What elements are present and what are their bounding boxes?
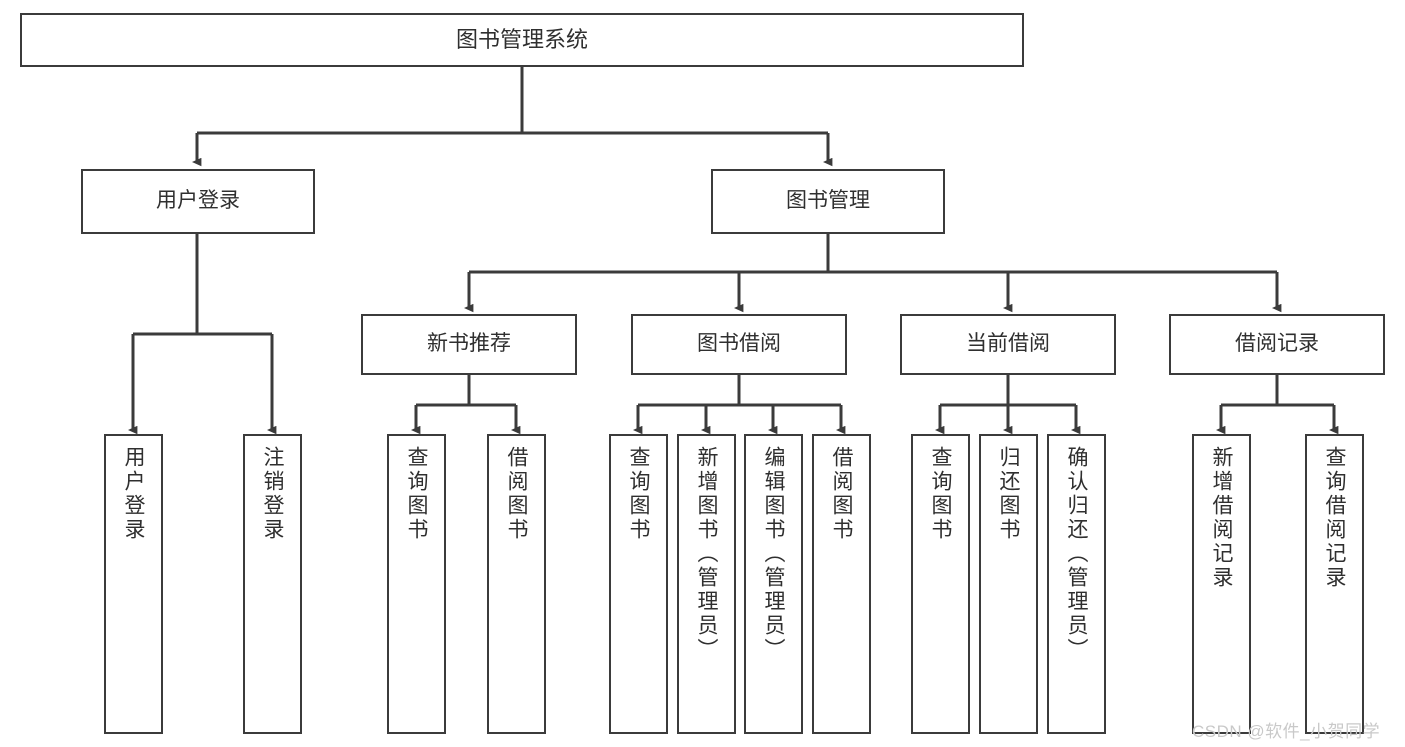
node-current-borrow[interactable]: 当前借阅 bbox=[900, 314, 1116, 375]
node-label: 当前借阅 bbox=[966, 332, 1050, 356]
leaf-confirm-return-admin[interactable]: 确认归还（管理员） bbox=[1047, 434, 1106, 734]
node-label: 借阅图书 bbox=[830, 446, 853, 542]
leaf-borrow-book-recommend[interactable]: 借阅图书 bbox=[487, 434, 546, 734]
leaf-user-login[interactable]: 用户登录 bbox=[104, 434, 163, 734]
leaf-add-book-admin[interactable]: 新增图书（管理员） bbox=[677, 434, 736, 734]
node-label: 编辑图书（管理员） bbox=[762, 446, 785, 662]
node-label: 查询图书 bbox=[929, 446, 952, 542]
node-label: 借阅记录 bbox=[1235, 332, 1319, 356]
leaf-return-book[interactable]: 归还图书 bbox=[979, 434, 1038, 734]
node-label: 新增借阅记录 bbox=[1210, 446, 1233, 590]
node-label: 用户登录 bbox=[122, 446, 145, 542]
node-label: 图书借阅 bbox=[697, 332, 781, 356]
node-new-book-recommend[interactable]: 新书推荐 bbox=[361, 314, 577, 375]
leaf-borrow-book[interactable]: 借阅图书 bbox=[812, 434, 871, 734]
node-label: 借阅图书 bbox=[505, 446, 528, 542]
node-borrow-record[interactable]: 借阅记录 bbox=[1169, 314, 1385, 375]
leaf-query-book-borrow[interactable]: 查询图书 bbox=[609, 434, 668, 734]
node-root-system[interactable]: 图书管理系统 bbox=[20, 13, 1024, 67]
node-label: 新书推荐 bbox=[427, 332, 511, 356]
node-label: 查询借阅记录 bbox=[1323, 446, 1346, 590]
node-user-login[interactable]: 用户登录 bbox=[81, 169, 315, 234]
leaf-edit-book-admin[interactable]: 编辑图书（管理员） bbox=[744, 434, 803, 734]
node-label: 查询图书 bbox=[627, 446, 650, 542]
node-book-borrow[interactable]: 图书借阅 bbox=[631, 314, 847, 375]
leaf-query-borrow-record[interactable]: 查询借阅记录 bbox=[1305, 434, 1364, 734]
csdn-watermark: CSDN @软件_小贺同学 bbox=[1192, 722, 1381, 741]
leaf-query-book-recommend[interactable]: 查询图书 bbox=[387, 434, 446, 734]
node-label: 归还图书 bbox=[997, 446, 1020, 542]
leaf-add-borrow-record[interactable]: 新增借阅记录 bbox=[1192, 434, 1251, 734]
node-book-management[interactable]: 图书管理 bbox=[711, 169, 945, 234]
node-label: 图书管理 bbox=[786, 189, 870, 213]
node-label: 新增图书（管理员） bbox=[695, 446, 718, 662]
node-label: 用户登录 bbox=[156, 189, 240, 213]
leaf-query-book-current[interactable]: 查询图书 bbox=[911, 434, 970, 734]
node-label: 确认归还（管理员） bbox=[1065, 446, 1088, 662]
node-label: 查询图书 bbox=[405, 446, 428, 542]
node-label: 图书管理系统 bbox=[455, 27, 588, 53]
leaf-logout[interactable]: 注销登录 bbox=[243, 434, 302, 734]
node-label: 注销登录 bbox=[261, 446, 284, 542]
